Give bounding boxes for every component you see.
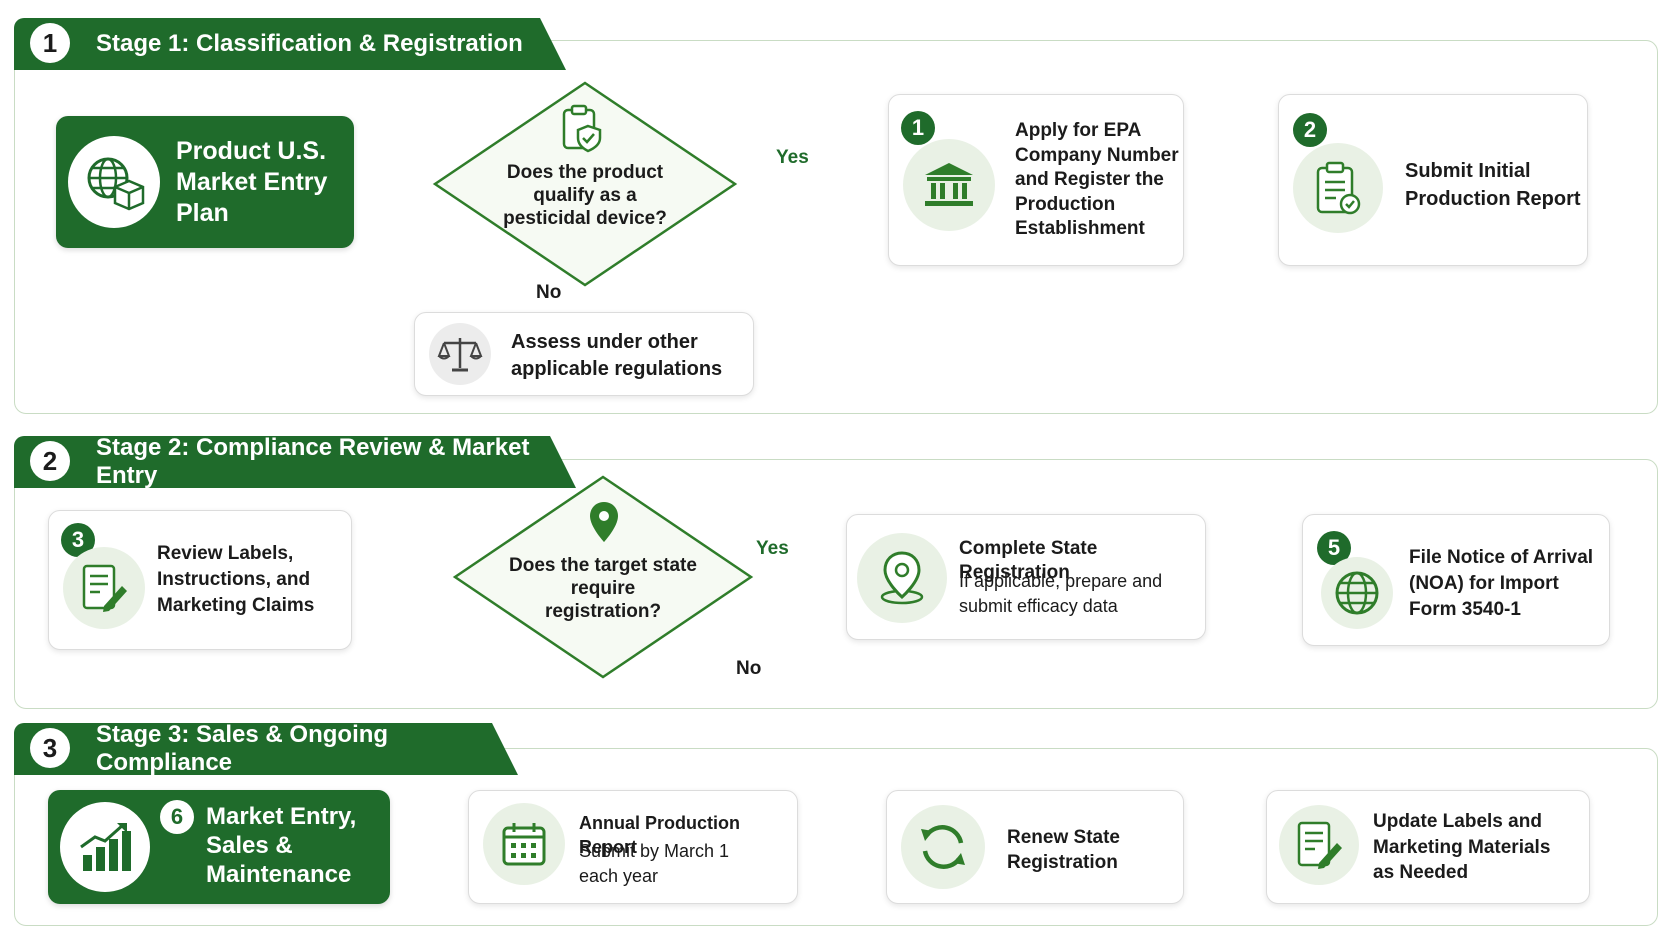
clipboard-check-icon — [1293, 143, 1383, 233]
step2-line1: Submit Initial — [1405, 160, 1531, 182]
step2-line2: Production Report — [1405, 188, 1581, 210]
step2-badge: 2 — [1293, 113, 1327, 147]
step1-badge: 1 — [901, 111, 935, 145]
annual-report-card[interactable]: Annual Production Report Submit by March… — [468, 790, 798, 904]
step6-badge: 6 — [160, 800, 194, 834]
stage1-banner: 1 Stage 1: Classification & Registration — [14, 18, 566, 70]
globe-box-icon — [68, 136, 160, 228]
update-card[interactable]: Update Labels and Marketing Materials as… — [1266, 790, 1590, 904]
decision2-yes-label: Yes — [756, 538, 789, 559]
decision2-diamond[interactable] — [452, 474, 754, 680]
bar-chart-growth-icon — [60, 802, 150, 892]
stage2-number: 2 — [30, 441, 70, 481]
step6-card[interactable]: 6 Market Entry, Sales & Maintenance — [48, 790, 390, 904]
clipboard-shield-icon — [560, 104, 604, 159]
state-reg-line1: If applicable, prepare and — [959, 571, 1163, 591]
step5-line1: File Notice of Arrival — [1409, 547, 1594, 568]
update-line3: as Needed — [1373, 862, 1469, 883]
location-pin-icon — [588, 500, 620, 549]
state-reg-title: Complete State Registration — [959, 538, 1098, 583]
step3-line3: Marketing Claims — [157, 595, 315, 616]
update-line1: Update Labels and — [1373, 811, 1542, 832]
stage1-title: Stage 1: Classification & Registration — [96, 30, 523, 57]
decision2-no-label: No — [736, 658, 762, 679]
annual-line1: Submit by March 1 — [579, 841, 730, 861]
renew-line2: Registration — [1007, 852, 1118, 873]
renew-line1: Renew State — [1007, 827, 1120, 848]
document-edit-icon — [63, 547, 145, 629]
decision1-no-label: No — [536, 282, 562, 303]
refresh-icon — [901, 805, 985, 889]
decision1-yes-label: Yes — [776, 147, 809, 168]
calendar-icon — [483, 803, 565, 885]
step3-line2: Instructions, and — [157, 569, 311, 590]
decision1-line1: Does the product — [506, 162, 664, 183]
start-line3: Plan — [176, 199, 229, 227]
decision2-line3: registration? — [544, 601, 662, 622]
stage3-banner: 3 Stage 3: Sales & Ongoing Compliance — [14, 723, 518, 775]
assess-card[interactable]: Assess under other applicable regulation… — [414, 312, 754, 396]
step6-line3: Maintenance — [206, 861, 352, 888]
decision1-line2: qualify as a — [533, 185, 637, 206]
stage2-title: Stage 2: Compliance Review & Market Entr… — [96, 434, 530, 489]
decision2-text: Does the target state require registrati… — [493, 554, 713, 623]
renew-card[interactable]: Renew State Registration — [886, 790, 1184, 904]
stage3-title: Stage 3: Sales & Ongoing Compliance — [96, 721, 389, 776]
state-registration-card[interactable]: Complete State Registration If applicabl… — [846, 514, 1206, 640]
step2-card[interactable]: 2 Submit Initial Production Report — [1278, 94, 1588, 266]
annual-line2: each year — [579, 866, 659, 886]
step5-line2: (NOA) for Import — [1409, 573, 1559, 594]
decision1-text: Does the product qualify as a pesticidal… — [470, 161, 700, 230]
state-reg-line2: submit efficacy data — [959, 596, 1118, 616]
step6-line2: Sales & — [206, 832, 293, 859]
decision1-line3: pesticidal device? — [503, 208, 667, 229]
step1-line1: Apply for EPA — [1015, 120, 1142, 141]
start-line2: Market Entry — [176, 168, 328, 196]
scales-icon — [429, 323, 491, 385]
assess-line2: applicable regulations — [511, 358, 723, 380]
decision1-diamond[interactable] — [432, 80, 738, 288]
update-line2: Marketing Materials — [1373, 836, 1551, 858]
document-pencil-icon — [1279, 805, 1359, 885]
decision2-line1: Does the target state — [509, 555, 697, 576]
map-pin-icon — [857, 533, 947, 623]
stage2-banner: 2 Stage 2: Compliance Review & Market En… — [14, 436, 576, 488]
step1-line5: Establishment — [1015, 218, 1145, 239]
government-building-icon — [903, 139, 995, 231]
step3-card[interactable]: 3 Review Labels, Instructions, and Marke… — [48, 510, 352, 650]
globe-icon — [1321, 557, 1393, 629]
step5-line3: Form 3540-1 — [1409, 599, 1521, 620]
step3-line1: Review Labels, — [157, 543, 294, 564]
start-card[interactable]: Product U.S. Market Entry Plan — [56, 116, 354, 248]
step5-card[interactable]: 5 File Notice of Arrival (NOA) for Impor… — [1302, 514, 1610, 646]
step1-line3: and Register the — [1015, 169, 1164, 190]
decision2-line2: require — [570, 578, 636, 599]
annual-title: Annual Production Report — [579, 813, 740, 857]
step6-line1: Market Entry, — [206, 803, 357, 830]
assess-line1: Assess under other — [511, 331, 698, 353]
step1-card[interactable]: 1 Apply for EPA Company Number and Regis… — [888, 94, 1184, 266]
step1-line4: Production — [1015, 193, 1116, 215]
start-line1: Product U.S. — [176, 137, 327, 165]
stage3-number: 3 — [30, 728, 70, 768]
stage1-number: 1 — [30, 23, 70, 63]
step1-line2: Company Number — [1015, 144, 1179, 166]
